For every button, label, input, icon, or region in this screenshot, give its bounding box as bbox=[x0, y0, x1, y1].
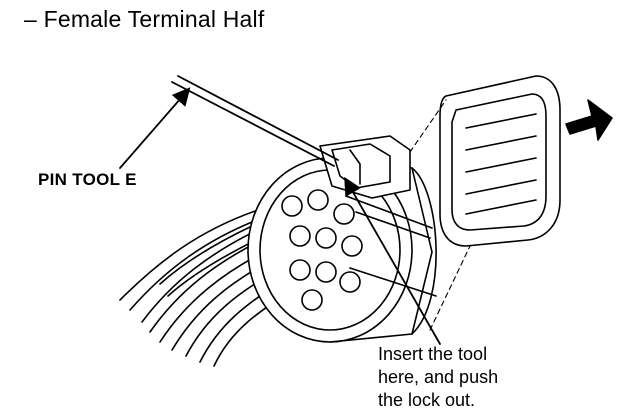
pin-tool-leader bbox=[119, 87, 191, 169]
instruction-label: Insert the tool here, and push the lock … bbox=[378, 343, 498, 412]
diagram-title: – Female Terminal Half bbox=[24, 6, 265, 32]
pin-tool-label: PIN TOOL E bbox=[38, 170, 137, 189]
pin-tool bbox=[171, 75, 339, 167]
female-connector-half bbox=[247, 135, 437, 343]
direction-arrow bbox=[565, 99, 613, 141]
instruction-line-2: here, and push bbox=[378, 367, 499, 387]
male-connector-half bbox=[439, 75, 561, 247]
instruction-leader bbox=[344, 176, 441, 345]
instruction-line-1: Insert the tool bbox=[378, 344, 488, 364]
instruction-line-3: the lock out. bbox=[378, 390, 476, 410]
